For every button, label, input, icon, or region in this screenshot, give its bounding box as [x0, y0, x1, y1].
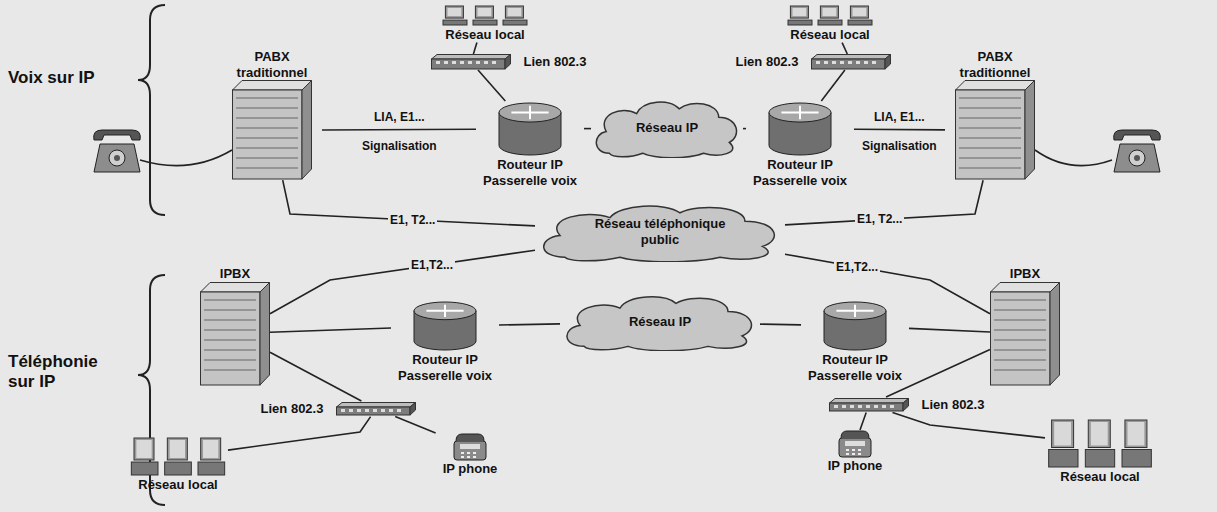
- pabx-cabinet: PABX traditionnel: [945, 49, 1045, 180]
- lan-group: Réseau local: [1045, 419, 1155, 485]
- connector: [854, 129, 945, 131]
- computers-icon: [440, 5, 530, 27]
- router-icon: [412, 300, 478, 352]
- switch-icon: [431, 54, 511, 70]
- node-label: IP phone: [435, 461, 505, 477]
- switch-box: Lien 802.3: [729, 54, 891, 70]
- connector: [842, 43, 847, 54]
- ipphone-icon: [837, 430, 873, 458]
- connector: [473, 43, 477, 54]
- switch-box: Lien 802.3: [829, 397, 991, 413]
- connector: [760, 323, 801, 325]
- connector: [743, 128, 746, 130]
- computers-icon: [128, 437, 228, 477]
- connector: [499, 324, 560, 325]
- connector: [270, 352, 361, 401]
- cabinet-icon: [232, 80, 312, 180]
- node-label: Réseau IP: [607, 120, 727, 136]
- node-label: Réseau local: [430, 27, 540, 43]
- ip-phone: IP phone: [820, 430, 890, 474]
- cabinet-icon: [955, 80, 1035, 180]
- node-label: Routeur IP Passerelle voix: [801, 352, 909, 383]
- connector: [228, 417, 371, 451]
- connector: [785, 254, 990, 314]
- switch-box: Lien 802.3: [431, 54, 593, 70]
- ip-phone: IP phone: [435, 433, 505, 477]
- computers-icon: [1045, 419, 1155, 469]
- connector: [821, 70, 845, 101]
- node-label: IPBX: [200, 266, 270, 282]
- lan-group: Réseau local: [128, 437, 228, 493]
- edge-label: E1, T2...: [388, 213, 437, 227]
- edge-label: E1,T2...: [409, 258, 455, 272]
- computers-icon: [785, 5, 875, 27]
- node-label: IPBX: [990, 266, 1060, 282]
- ipbx-cabinet: IPBX: [200, 266, 270, 386]
- ipphone-icon: [452, 433, 488, 461]
- cabinet-icon: [200, 282, 270, 386]
- node-label: Réseau local: [775, 27, 885, 43]
- node-label: Réseau local: [1045, 469, 1155, 485]
- node-label: Lien 802.3: [915, 397, 991, 413]
- connector: [270, 250, 535, 314]
- phone-cord: [1035, 150, 1112, 166]
- pabx-cabinet: PABX traditionnel: [222, 49, 322, 180]
- node-label: Réseau IP: [600, 314, 720, 330]
- signal-label: Signalisation: [360, 139, 439, 153]
- edge-label: LIA, E1...: [372, 110, 427, 124]
- bracket: [138, 5, 165, 215]
- edge-label: E1, T2...: [855, 212, 904, 226]
- switch-icon: [336, 402, 416, 416]
- signal-label: Signalisation: [860, 139, 939, 153]
- section-label: Voix sur IP: [8, 68, 143, 88]
- node-label: Lien 802.3: [254, 401, 330, 417]
- node-label: Réseau local: [128, 477, 228, 493]
- connector: [860, 413, 866, 430]
- node-label: PABX traditionnel: [222, 49, 322, 80]
- ipbx-cabinet: IPBX: [990, 266, 1060, 386]
- phone-symbol: [1114, 130, 1161, 172]
- section-label: Téléphonie sur IP: [8, 352, 118, 393]
- edge-label: LIA, E1...: [872, 110, 927, 124]
- edge-label: E1,T2...: [834, 260, 880, 274]
- router-gateway: Routeur IP Passerelle voix: [746, 101, 854, 188]
- node-label: Routeur IP Passerelle voix: [391, 352, 499, 383]
- switch-icon: [829, 398, 909, 412]
- connector: [478, 70, 505, 101]
- switch-icon: [811, 54, 891, 70]
- router-gateway: Routeur IP Passerelle voix: [476, 101, 584, 188]
- node-label: Routeur IP Passerelle voix: [476, 157, 584, 188]
- switch-box: Lien 802.3: [254, 401, 416, 417]
- network-cloud: Réseau IP: [560, 293, 760, 351]
- network-cloud: Réseau IP: [591, 98, 743, 158]
- node-label: PABX traditionnel: [945, 49, 1045, 80]
- router-icon: [767, 101, 833, 157]
- connector: [322, 128, 476, 130]
- router-gateway: Routeur IP Passerelle voix: [391, 300, 499, 383]
- node-label: IP phone: [820, 458, 890, 474]
- router-icon: [497, 101, 563, 157]
- phone-cord: [140, 150, 232, 166]
- lan-group: Réseau local: [430, 5, 540, 43]
- node-label: Lien 802.3: [729, 54, 805, 70]
- network-cloud: Réseau téléphonique public: [535, 202, 785, 262]
- node-label: Lien 802.3: [517, 54, 593, 70]
- connector: [584, 128, 591, 130]
- connector: [395, 417, 435, 433]
- connector: [909, 328, 990, 332]
- router-gateway: Routeur IP Passerelle voix: [801, 300, 909, 383]
- connector: [893, 413, 1046, 438]
- connector: [270, 328, 391, 332]
- lan-group: Réseau local: [775, 5, 885, 43]
- node-label: Réseau téléphonique public: [580, 216, 740, 247]
- router-icon: [822, 300, 888, 352]
- phone-symbol: [94, 130, 141, 172]
- cabinet-icon: [990, 282, 1060, 386]
- node-label: Routeur IP Passerelle voix: [746, 157, 854, 188]
